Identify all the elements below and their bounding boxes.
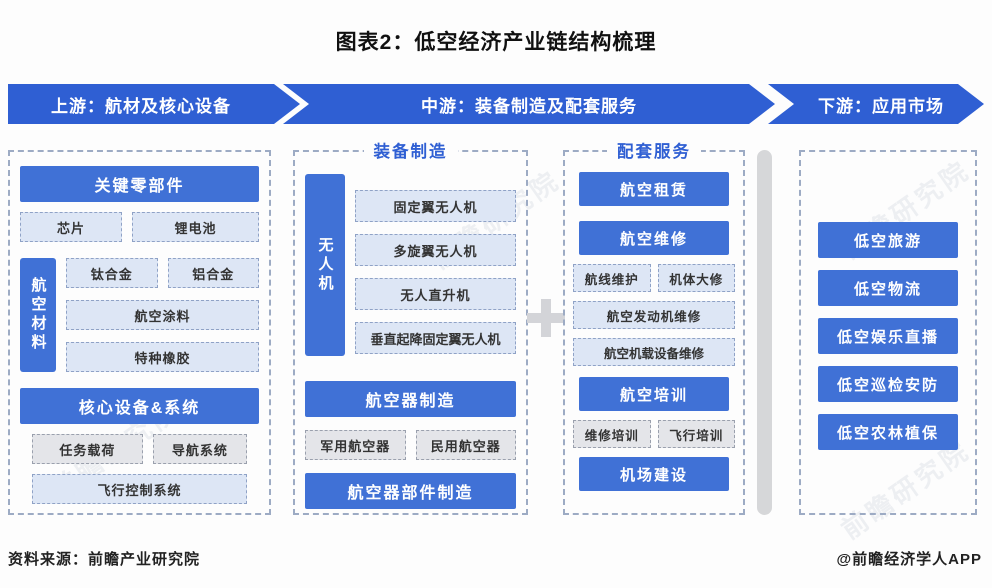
- box-aluminum-alloy: 铝合金: [167, 258, 259, 288]
- box-mission-payload: 任务载荷: [32, 434, 143, 464]
- supporting-services-title: 配套服务: [607, 138, 701, 162]
- box-unmanned-helicopter: 无人直升机: [355, 278, 516, 310]
- plus-icon: [527, 299, 565, 337]
- credit-note: @前瞻经济学人APP: [836, 551, 982, 568]
- header-arrow-upstream: 上游：航材及核心设备: [8, 84, 300, 124]
- header-arrow-label: 下游：应用市场: [818, 96, 944, 116]
- header-arrow-midstream: 中游：装备制造及配套服务: [283, 84, 775, 124]
- aircraft-parts-header: 航空器部件制造: [305, 473, 516, 509]
- box-lithium-battery: 锂电池: [132, 212, 259, 242]
- box-chip: 芯片: [20, 212, 122, 242]
- box-low-altitude-inspection-security: 低空巡检安防: [818, 366, 958, 402]
- key-components-header: 关键零部件: [20, 166, 259, 202]
- box-low-altitude-tourism: 低空旅游: [818, 222, 958, 258]
- aviation-materials-items: 钛合金 铝合金 航空涂料 特种橡胶: [66, 258, 259, 372]
- box-airborne-equipment-maintenance: 航空机载设备维修: [573, 338, 735, 366]
- maintenance-row: 航线维护 机体大修: [573, 264, 735, 292]
- upstream-panel: 关键零部件 芯片 锂电池 航空材料 钛合金 铝合金 航空涂料 特种橡胶 核心设备…: [8, 150, 271, 515]
- box-engine-maintenance: 航空发动机维修: [573, 301, 735, 329]
- equipment-manufacturing-title: 装备制造: [363, 138, 458, 162]
- header-arrow-label: 中游：装备制造及配套服务: [421, 96, 637, 116]
- drone-label: 无人机: [305, 174, 345, 356]
- equipment-manufacturing-panel: 装备制造 无人机 固定翼无人机 多旋翼无人机 无人直升机 垂直起降固定翼无人机 …: [293, 138, 528, 515]
- box-low-altitude-logistics: 低空物流: [818, 270, 958, 306]
- header-arrow-downstream: 下游：应用市场: [768, 84, 984, 124]
- box-vtol-fixed-wing-drone: 垂直起降固定翼无人机: [355, 322, 516, 354]
- box-aviation-coatings: 航空涂料: [66, 300, 259, 330]
- supporting-services-panel: 配套服务 航空租赁 航空维修 航线维护 机体大修 航空发动机维修 航空机载设备维…: [563, 138, 745, 515]
- box-maintenance-training: 维修培训: [573, 420, 651, 448]
- core-systems-header: 核心设备&系统: [20, 388, 259, 424]
- box-flight-training: 飞行培训: [657, 420, 735, 448]
- drone-items: 固定翼无人机 多旋翼无人机 无人直升机 垂直起降固定翼无人机: [355, 174, 516, 356]
- box-aviation-leasing: 航空租赁: [579, 172, 729, 206]
- drone-group: 无人机 固定翼无人机 多旋翼无人机 无人直升机 垂直起降固定翼无人机: [305, 174, 516, 356]
- separator-bar: [757, 150, 772, 515]
- key-components-row: 芯片 锂电池: [20, 212, 259, 242]
- box-multi-rotor-drone: 多旋翼无人机: [355, 234, 516, 266]
- aviation-materials-group: 航空材料 钛合金 铝合金 航空涂料 特种橡胶: [20, 258, 259, 372]
- core-systems-row: 任务载荷 导航系统: [32, 434, 247, 464]
- box-titanium-alloy: 钛合金: [66, 258, 158, 288]
- box-low-altitude-agriculture: 低空农林植保: [818, 414, 958, 450]
- box-military-aircraft: 军用航空器: [305, 430, 406, 460]
- aviation-training-header: 航空培训: [579, 377, 729, 411]
- header-arrow-label: 上游：航材及核心设备: [51, 96, 231, 116]
- aircraft-row: 军用航空器 民用航空器: [305, 430, 516, 460]
- box-civil-aircraft: 民用航空器: [415, 430, 516, 460]
- downstream-panel: 低空旅游 低空物流 低空娱乐直播 低空巡检安防 低空农林植保: [799, 150, 977, 515]
- box-low-altitude-entertainment: 低空娱乐直播: [818, 318, 958, 354]
- box-fixed-wing-drone: 固定翼无人机: [355, 190, 516, 222]
- box-navigation-system: 导航系统: [152, 434, 247, 464]
- box-airframe-overhaul: 机体大修: [657, 264, 735, 292]
- aviation-maintenance-header: 航空维修: [579, 221, 729, 255]
- box-airport-construction: 机场建设: [579, 457, 729, 491]
- source-note: 资料来源：前瞻产业研究院: [8, 551, 201, 568]
- training-row: 维修培训 飞行培训: [573, 420, 735, 448]
- box-flight-control-system: 飞行控制系统: [32, 474, 247, 504]
- aircraft-manufacturing-header: 航空器制造: [305, 381, 516, 417]
- figure-title: 图表2：低空经济产业链结构梳理: [335, 31, 657, 54]
- aviation-materials-label: 航空材料: [20, 258, 56, 372]
- box-special-rubber: 特种橡胶: [66, 342, 259, 372]
- box-route-maintenance: 航线维护: [573, 264, 651, 292]
